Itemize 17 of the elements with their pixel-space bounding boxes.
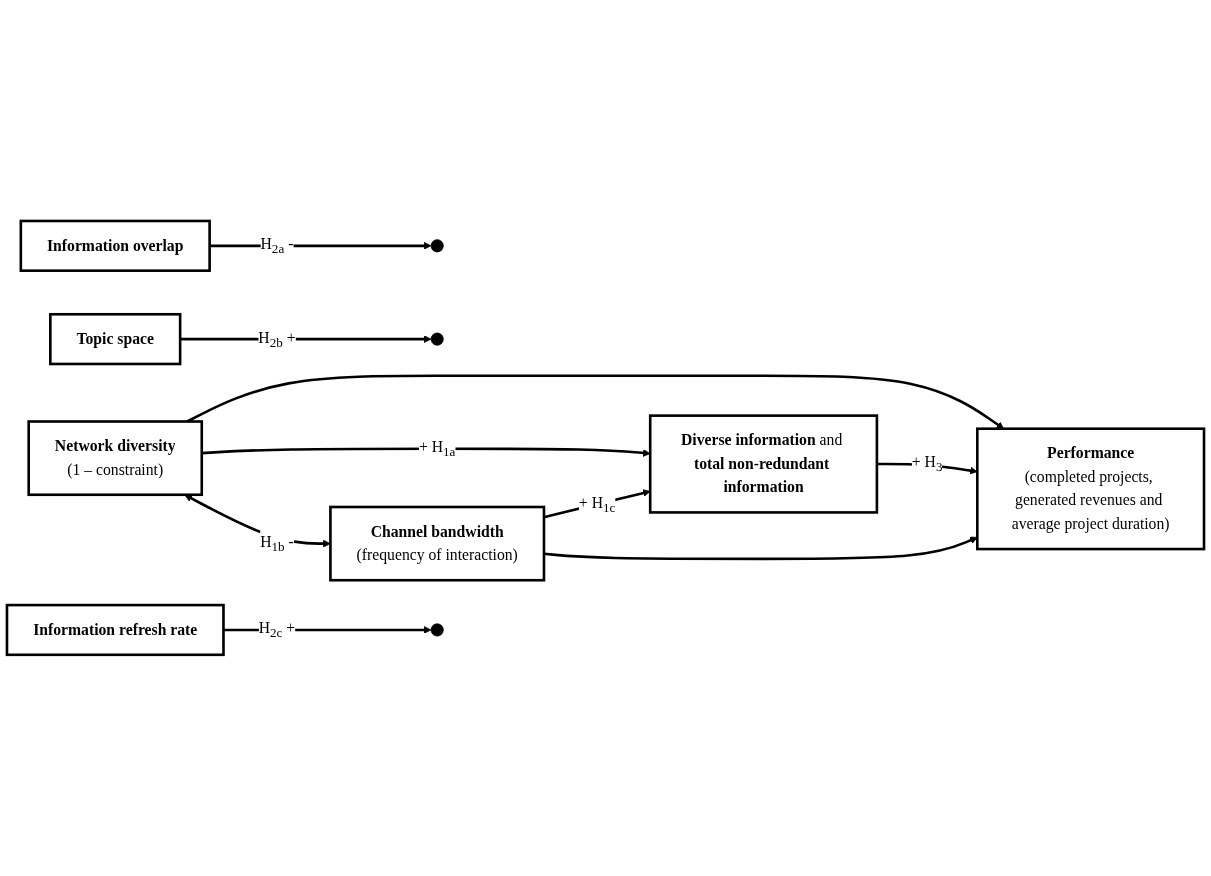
- arrow: [543, 536, 978, 561]
- edge-label: + H$_{1a}$: [418, 438, 456, 459]
- edge-label: H$_{1b}$ -: [260, 533, 294, 554]
- node-box: Network diversity (1 – constraint): [27, 420, 204, 497]
- node-box: Diverse information and total non-redundant information: [648, 414, 879, 514]
- node-box: Channel bandwidth (frequency of interaction): [329, 505, 546, 582]
- edge-label: H$_{2b}$ +: [258, 328, 296, 350]
- node-box: Information refresh rate: [5, 603, 225, 657]
- edge-label: H$_{2c}$ +: [258, 619, 296, 641]
- node-box: Topic space: [49, 313, 182, 366]
- edge-label: + H$_{3}$: [911, 453, 943, 475]
- edge-label: H$_{2a}$ -: [260, 235, 294, 256]
- arrow: [543, 489, 651, 519]
- edge-label: + H$_{1c}$: [578, 493, 616, 515]
- node-box: Performance (completed projects, generated revenues and average project duration): [976, 427, 1206, 551]
- node-box: Information overlap: [19, 219, 211, 273]
- arrow: [201, 447, 651, 457]
